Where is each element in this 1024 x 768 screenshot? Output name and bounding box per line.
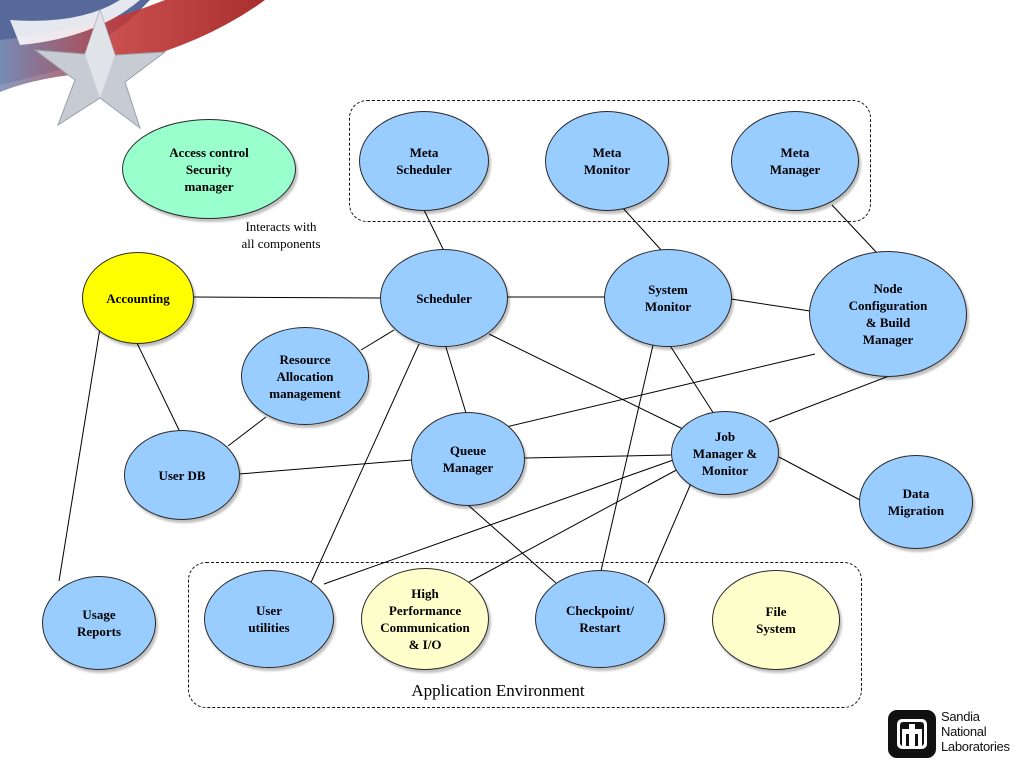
edge-meta-monitor-system-monitor [621, 206, 663, 252]
edge-user-db-queue-manager [238, 459, 413, 475]
usage-reports-node[interactable]: Usage Reports [42, 576, 156, 670]
edge-meta-manager-node-config [831, 204, 878, 254]
sandia-logo: Sandia National Laboratories [888, 707, 1018, 763]
hpc-communication-io-node[interactable]: High Performance Communication & I/O [361, 568, 489, 670]
application-environment-label: Application Environment [411, 681, 585, 700]
edge-resource-alloc-scheduler [360, 329, 395, 351]
resource-allocation-node[interactable]: Resource Allocation management [241, 327, 369, 425]
edge-meta-scheduler-scheduler [423, 209, 445, 252]
edge-job-manager-user-utilities [323, 458, 677, 585]
sandia-logo-text: Sandia National Laboratories [941, 709, 1021, 754]
logo-line-2: National [941, 724, 987, 739]
edge-system-monitor-job-manager [668, 343, 715, 415]
meta-services-group [349, 100, 871, 222]
application-environment-group [188, 562, 862, 708]
file-system-node[interactable]: File System [712, 570, 840, 670]
meta-monitor-node[interactable]: Meta Monitor [545, 111, 669, 211]
logo-line-3: Laboratories [941, 739, 1010, 754]
access-control-security-node[interactable]: Access control Security manager [122, 119, 296, 219]
flag-star-decoration [0, 0, 265, 130]
job-manager-monitor-node[interactable]: Job Manager & Monitor [671, 411, 779, 495]
edge-accounting-scheduler [193, 296, 381, 299]
edge-scheduler-user-utilities [307, 343, 420, 590]
edge-scheduler-queue-manager [444, 343, 467, 414]
edge-accounting-user-db [135, 340, 181, 433]
edge-system-monitor-node-config [730, 298, 811, 312]
edge-system-monitor-checkpoint [600, 344, 654, 572]
user-db-node[interactable]: User DB [124, 430, 240, 520]
queue-manager-node[interactable]: Queue Manager [411, 412, 525, 506]
edge-resource-alloc-user-db [227, 416, 267, 447]
sandia-thunderbird-icon [888, 710, 936, 758]
edge-queue-manager-job-manager [524, 454, 672, 459]
edge-accounting-usage-reports [58, 327, 101, 582]
data-migration-node[interactable]: Data Migration [859, 455, 973, 549]
edge-node-config-queue-manager [505, 353, 816, 428]
checkpoint-restart-node[interactable]: Checkpoint/ Restart [535, 570, 665, 668]
edge-queue-manager-checkpoint [467, 504, 557, 584]
node-configuration-manager-node[interactable]: Node Configuration & Build Manager [809, 251, 967, 377]
edge-job-manager-data-migration [778, 456, 861, 501]
user-utilities-node[interactable]: User utilities [204, 570, 334, 668]
system-monitor-node[interactable]: System Monitor [604, 249, 732, 347]
meta-scheduler-node[interactable]: Meta Scheduler [359, 111, 489, 211]
edge-job-manager-checkpoint [647, 480, 693, 584]
meta-manager-node[interactable]: Meta Manager [731, 111, 859, 211]
accounting-node[interactable]: Accounting [82, 252, 194, 344]
logo-line-1: Sandia [941, 709, 980, 724]
scheduler-node[interactable]: Scheduler [380, 249, 508, 347]
edge-node-config-job-manager [768, 375, 890, 423]
edge-scheduler-job-manager [488, 333, 688, 432]
interacts-note: Interacts with all components [241, 219, 321, 251]
